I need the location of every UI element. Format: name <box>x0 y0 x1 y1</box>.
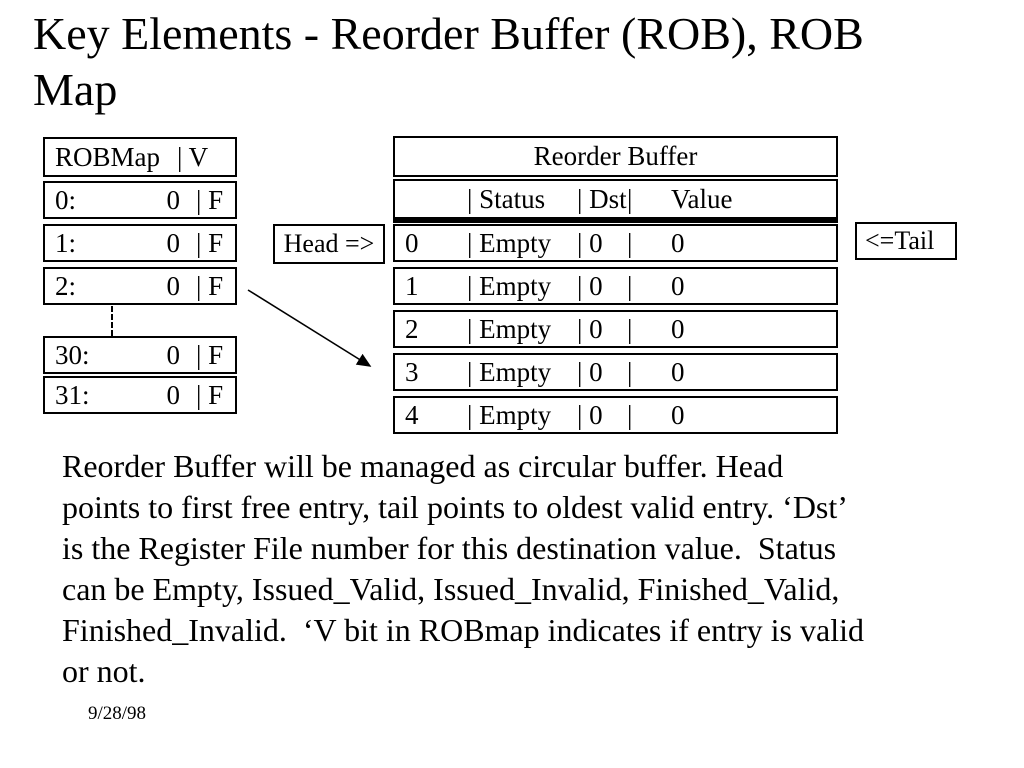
robmap-row-1: 1: 0 | F <box>43 224 237 262</box>
rob-row-index: 4 <box>405 399 419 430</box>
rob-col-bar: | <box>627 183 633 214</box>
rob-row-bar: | <box>627 227 633 258</box>
robmap-row-label: 0: <box>55 184 77 215</box>
reorder-buffer-header-row: | Status | Dst | Value <box>393 179 838 219</box>
robmap-row-31: 31: 0 | F <box>43 376 237 414</box>
rob-row-4: 4 | Empty | 0 | 0 <box>393 396 838 434</box>
rob-row-index: 1 <box>405 270 419 301</box>
robmap-row-30: 30: 0 | F <box>43 336 237 374</box>
rob-row-value: 0 <box>671 313 685 344</box>
robmap-row-flag: | F <box>196 270 224 301</box>
rob-col-value: Value <box>671 183 733 214</box>
rob-row-1: 1 | Empty | 0 | 0 <box>393 267 838 305</box>
rob-row-dst: | 0 <box>577 356 603 387</box>
reorder-buffer-title-text: Reorder Buffer <box>533 141 698 171</box>
robmap-row-label: 30: <box>55 339 90 370</box>
robmap-row-flag: | F <box>196 379 224 410</box>
robmap-row-value: 0 <box>166 227 181 258</box>
rob-row-bar: | <box>627 356 633 387</box>
rob-row-dst: | 0 <box>577 227 603 258</box>
head-pointer-label: Head => <box>283 229 375 258</box>
robmap-row-label: 1: <box>55 227 77 258</box>
slide-date: 9/28/98 <box>88 703 147 724</box>
rob-row-0: 0 | Empty | 0 | 0 <box>393 224 838 262</box>
rob-row-value: 0 <box>671 227 685 258</box>
tail-pointer-label: <=Tail <box>865 226 935 255</box>
ellipsis-dashed-line <box>111 306 113 336</box>
rob-row-value: 0 <box>671 270 685 301</box>
robmap-row-value: 0 <box>166 379 181 410</box>
robmap-row-value: 0 <box>166 270 181 301</box>
rob-row-status: | Empty <box>467 356 552 387</box>
rob-row-3: 3 | Empty | 0 | 0 <box>393 353 838 391</box>
rob-row-value: 0 <box>671 356 685 387</box>
robmap-table: ROBMap | V 0: 0 | F 1: 0 | F 2: 0 | F 30… <box>43 137 237 414</box>
rob-row-status: | Empty <box>467 270 552 301</box>
rob-row-status: | Empty <box>467 313 552 344</box>
rob-col-status: | Status <box>467 183 546 214</box>
rob-row-value: 0 <box>671 399 685 430</box>
robmap-row-2: 2: 0 | F <box>43 267 237 305</box>
slide-title: Key Elements - Reorder Buffer (ROB), ROB… <box>33 8 864 115</box>
reorder-buffer-table: Reorder Buffer | Status | Dst | Value 0 … <box>393 136 838 434</box>
rob-row-dst: | 0 <box>577 313 603 344</box>
rob-col-dst: | Dst <box>577 183 627 214</box>
robmap-header-name: ROBMap <box>55 141 161 172</box>
rob-row-2: 2 | Empty | 0 | 0 <box>393 310 838 348</box>
body-text: Reorder Buffer will be managed as circul… <box>62 448 864 689</box>
rob-row-bar: | <box>627 399 633 430</box>
rob-row-index: 0 <box>405 227 419 258</box>
rob-row-index: 2 <box>405 313 419 344</box>
rob-row-dst: | 0 <box>577 270 603 301</box>
arrow-connector-icon <box>247 289 372 367</box>
robmap-row-0: 0: 0 | F <box>43 181 237 219</box>
robmap-row-value: 0 <box>166 339 181 370</box>
robmap-row-flag: | F <box>196 339 224 370</box>
rob-row-dst: | 0 <box>577 399 603 430</box>
robmap-header: ROBMap | V <box>43 137 237 177</box>
rob-row-status: | Empty <box>467 227 552 258</box>
rob-row-index: 3 <box>405 356 419 387</box>
robmap-row-value: 0 <box>166 184 181 215</box>
robmap-row-label: 2: <box>55 270 77 301</box>
robmap-header-vcol: | V <box>177 141 209 172</box>
robmap-row-flag: | F <box>196 227 224 258</box>
rob-row-bar: | <box>627 313 633 344</box>
robmap-row-label: 31: <box>55 379 90 410</box>
rob-row-bar: | <box>627 270 633 301</box>
header-divider-thick-line <box>393 219 838 223</box>
tail-pointer-box: <=Tail <box>855 222 957 260</box>
head-pointer-box: Head => <box>273 224 385 264</box>
rob-row-status: | Empty <box>467 399 552 430</box>
robmap-row-flag: | F <box>196 184 224 215</box>
reorder-buffer-title: Reorder Buffer <box>393 136 838 177</box>
